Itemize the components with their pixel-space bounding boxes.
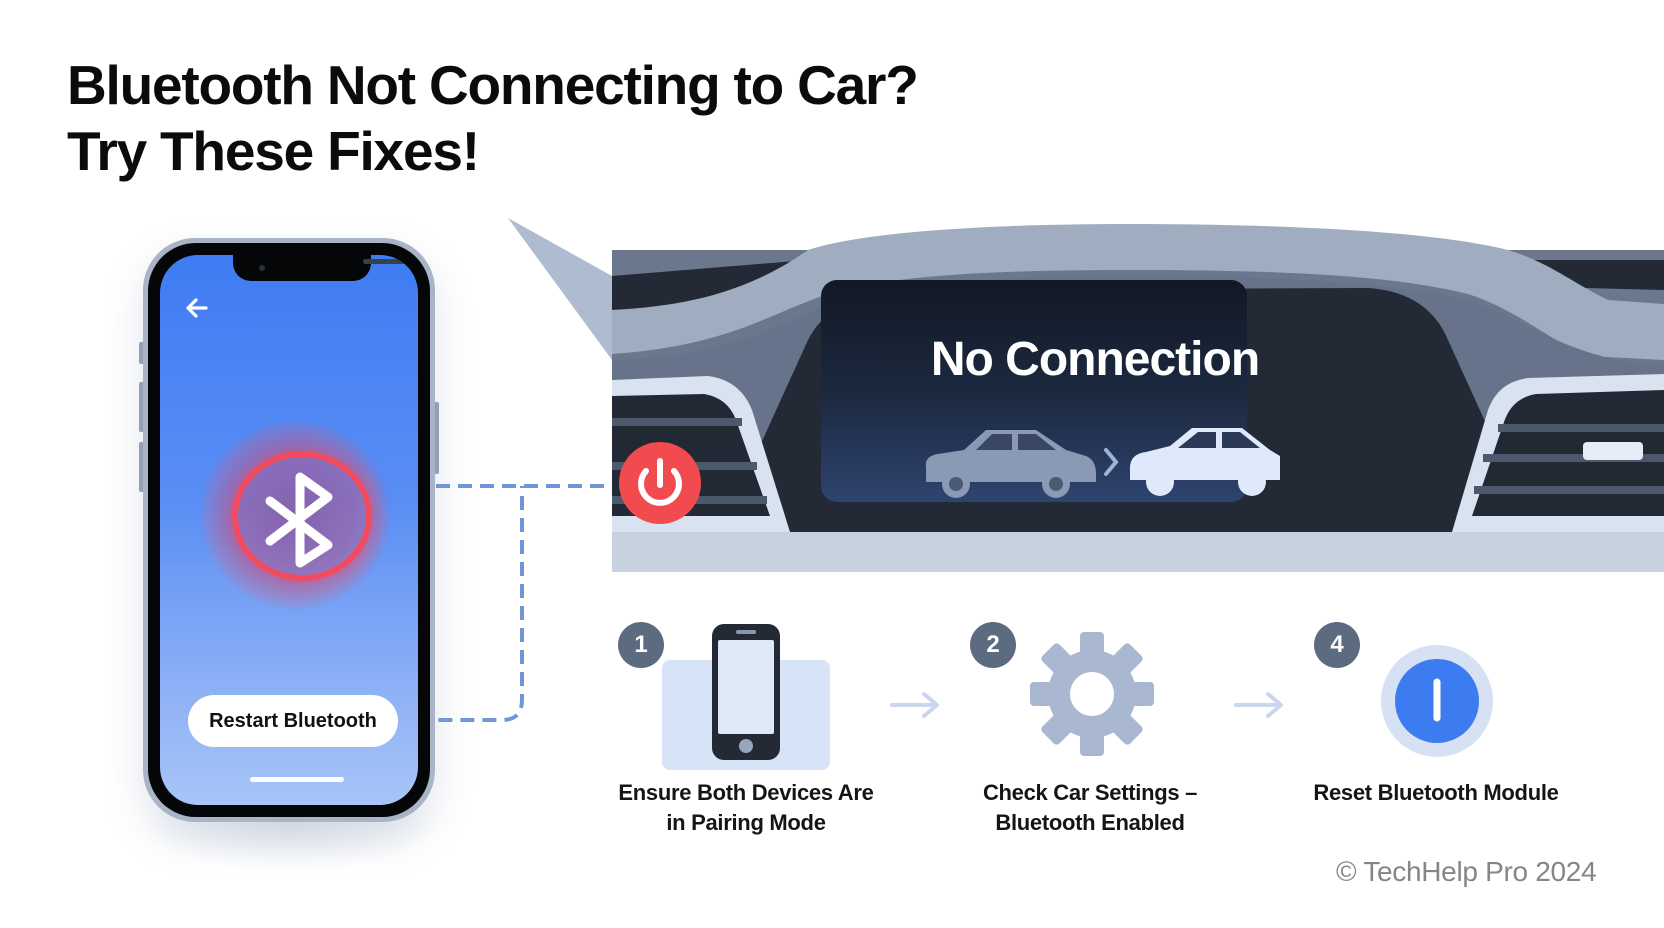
copyright-text: © TechHelp Pro 2024 (1336, 856, 1597, 887)
phone-mute-switch (139, 342, 145, 364)
chevron-right-icon (1104, 448, 1119, 476)
restart-bluetooth-button[interactable]: Restart Bluetooth (188, 695, 398, 747)
car-display-message: No Connection (930, 333, 1260, 386)
earpiece-speaker (363, 259, 407, 264)
phone-volume-down (139, 442, 145, 492)
dashed-connector-line (436, 484, 616, 722)
page-title: Bluetooth Not Connecting to Car? Try The… (67, 52, 919, 184)
arrow-right-icon (890, 692, 939, 718)
step-4-label: Reset Bluetooth Module (1313, 780, 1559, 805)
phone-notch (233, 255, 407, 281)
car-connection-illustration (925, 428, 1280, 498)
phone-power-side-button (433, 402, 439, 474)
power-toggle-icon[interactable] (1380, 644, 1494, 758)
step-1-label: Ensure Both Devices Are in Pairing Mode (618, 780, 874, 835)
step-number-badge: 2 (970, 622, 1016, 668)
phone-volume-up (139, 382, 145, 432)
bluetooth-error-ring (232, 451, 372, 581)
smartphone-icon (712, 624, 780, 760)
bluetooth-icon (265, 472, 333, 568)
step-number-badge: 4 (1314, 622, 1360, 668)
car-icon (925, 430, 1096, 498)
gear-icon (1030, 632, 1154, 756)
car-dashboard (508, 218, 1664, 572)
car-icon (1130, 428, 1280, 496)
front-camera (259, 265, 265, 271)
phone-bezel: Restart Bluetooth (148, 243, 430, 817)
title-line-1: Bluetooth Not Connecting to Car? (67, 54, 919, 116)
title-line-2: Try These Fixes! (67, 120, 480, 182)
vent-adjust-tab (1583, 442, 1643, 460)
arrow-left-icon[interactable] (182, 293, 212, 323)
phone-screen: Restart Bluetooth (160, 255, 418, 805)
step-number-badge: 1 (618, 622, 664, 668)
arrow-right-icon (1234, 692, 1283, 718)
home-indicator (250, 777, 344, 782)
smartphone-mockup: Restart Bluetooth (143, 238, 435, 822)
step-2-label: Check Car Settings – Bluetooth Enabled (982, 780, 1198, 835)
power-icon[interactable] (618, 441, 702, 525)
